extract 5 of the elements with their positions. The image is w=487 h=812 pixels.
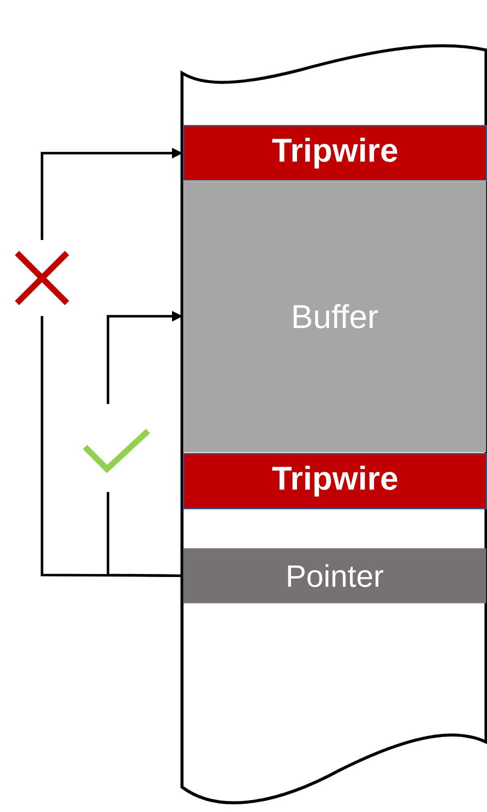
arrow	[40, 148, 183, 577]
pointer-box: Pointer	[183, 548, 486, 604]
tripwire-band: Tripwire	[183, 125, 487, 182]
buffer-block: Buffer	[183, 180, 486, 452]
tripwire-band: Tripwire	[183, 453, 487, 510]
